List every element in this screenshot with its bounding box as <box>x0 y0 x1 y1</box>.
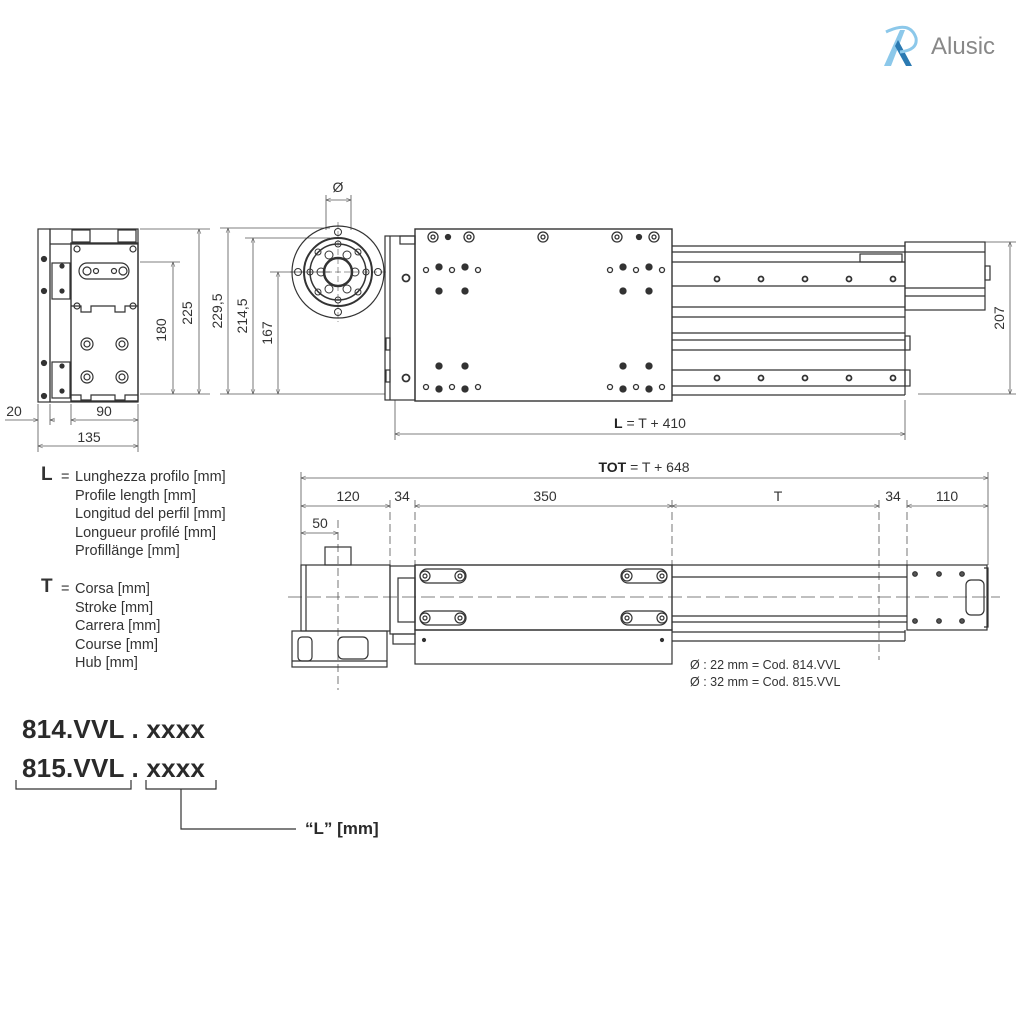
dim-20: 20 <box>6 403 22 419</box>
diameter-notes: Ø : 22 mm = Cod. 814.VVL Ø : 32 mm = Cod… <box>690 657 840 691</box>
dim-seg-5: 34 <box>885 488 901 504</box>
dim-180: 180 <box>153 318 169 342</box>
legend-l-line: Longueur profilé [mm] <box>75 524 217 541</box>
end-view-drawing <box>37 228 139 403</box>
legend-t-key: T <box>41 576 53 597</box>
ordering-code-brackets <box>15 780 296 830</box>
end-view-dimensions <box>5 228 210 452</box>
legend-t-line: Corsa [mm] <box>75 581 150 597</box>
side-view-dimensions <box>288 472 1000 690</box>
dim-seg-2: 34 <box>394 488 410 504</box>
legend-l-line: Profillänge [mm] <box>75 543 180 560</box>
length-formula: L = T + 410 <box>614 415 686 431</box>
alusic-logo: Alusic <box>880 24 1010 70</box>
alusic-logo-mark-icon <box>884 25 918 66</box>
dim-90: 90 <box>96 403 112 419</box>
dim-167: 167 <box>259 321 275 345</box>
tot-formula: TOT = T + 648 <box>598 459 689 475</box>
code-prefix: 815.VVL <box>22 753 125 783</box>
diameter-note: Ø : 22 mm = Cod. 814.VVL <box>690 658 841 672</box>
legend-l-line: Longitud del perfil [mm] <box>75 506 226 523</box>
dim-seg-6: 110 <box>936 488 959 504</box>
code-suffix: xxxx <box>146 753 206 783</box>
ordering-code-815: 815.VVL . xxxx <box>22 753 205 784</box>
legend-l-lines: Lunghezza profilo [mm] Profile length [m… <box>75 468 226 561</box>
legend-t-line: Course [mm] <box>75 636 158 653</box>
dim-225: 225 <box>179 301 195 325</box>
front-view-dimensions <box>220 195 1016 440</box>
dim-seg-1: 120 <box>336 488 360 504</box>
diameter-symbol: Ø <box>333 179 344 195</box>
front-view-drawing <box>290 222 991 402</box>
legend-t-line: Carrera [mm] <box>75 618 161 635</box>
side-view-drawing <box>291 546 989 668</box>
legend-t-eq: = <box>61 581 70 597</box>
alusic-logo-text: Alusic <box>931 33 996 60</box>
legend-l-line: Profile length [mm] <box>75 487 196 504</box>
legend-t-lines: Corsa [mm] Stroke [mm] Carrera [mm] Cour… <box>75 580 160 673</box>
dim-seg-4: T <box>774 488 783 504</box>
code-dot: . <box>131 753 139 783</box>
legend-t-line: Stroke [mm] <box>75 599 154 616</box>
legend-l-line: Lunghezza profilo [mm] <box>75 469 226 485</box>
dim-50: 50 <box>312 515 328 531</box>
length-reference: “L” [mm] <box>305 819 379 838</box>
dim-214-5: 214,5 <box>234 298 250 333</box>
diameter-note: Ø : 32 mm = Cod. 815.VVL <box>690 675 841 689</box>
legend-l-key: L <box>41 464 53 485</box>
dim-seg-3: 350 <box>533 488 557 504</box>
dim-229-5: 229,5 <box>209 293 225 328</box>
dim-135: 135 <box>77 429 101 445</box>
ordering-code-814: 814.VVL . xxxx <box>22 714 206 744</box>
legend-t-line: Hub [mm] <box>75 655 138 672</box>
legend-l-eq: = <box>61 469 70 485</box>
carriage-holes <box>422 231 897 393</box>
dim-207: 207 <box>991 306 1007 330</box>
